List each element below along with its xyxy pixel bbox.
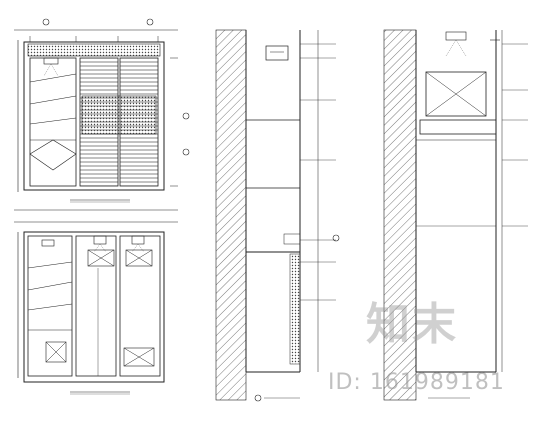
watermark-site-name: 知末 (366, 299, 458, 350)
watermark-id: ID: 161989181 (328, 370, 505, 395)
elevation-top-left (14, 18, 190, 211)
light-fixture-icon (445, 31, 467, 57)
section-right (383, 29, 528, 401)
section-middle (215, 29, 340, 402)
light-fixture-icon (43, 57, 59, 77)
watermark-id-number: 89181 (429, 370, 505, 395)
section-marker-icon (332, 234, 340, 242)
watermark-id-label: ID: 1619 (328, 370, 430, 395)
elevation-marker-icon (254, 394, 262, 402)
elevation-bottom-left (14, 221, 178, 395)
light-fixture-icon (41, 235, 145, 253)
section-marker-icon (42, 18, 190, 156)
